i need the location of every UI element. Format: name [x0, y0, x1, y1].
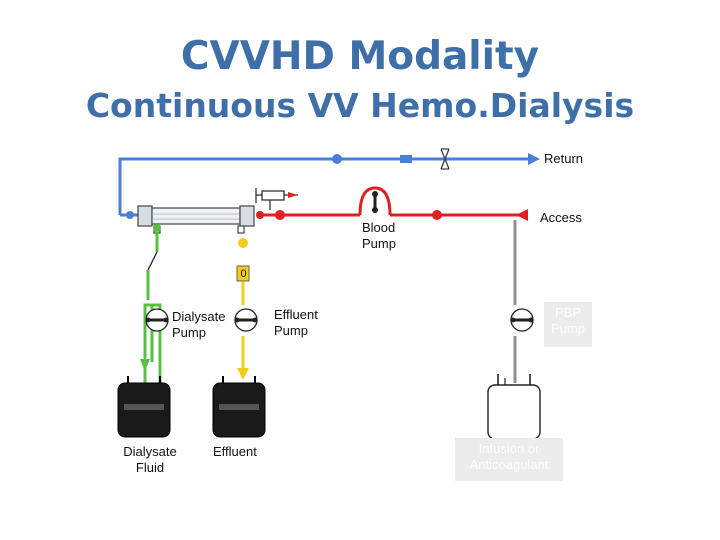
blood-pump-label: Blood Pump: [362, 220, 396, 251]
filter-icon: [137, 205, 255, 234]
pbp-pump-icon: [510, 308, 534, 332]
effluent-bag-icon: [212, 376, 266, 438]
syringe-icon: [255, 188, 298, 210]
return-line: [118, 157, 530, 217]
dialysate-bag-icon: [117, 376, 171, 438]
return-air-detector: [400, 155, 412, 163]
effluent-pump-icon: [234, 308, 258, 332]
effluent-out-port: [238, 238, 248, 248]
return-clamp-icon: [440, 148, 450, 170]
pressure-zero-label: 0: [240, 268, 247, 280]
effluent-pressure-sensor: [236, 265, 250, 282]
access-arrow: [516, 209, 528, 221]
effluent-pump-label: Effluent Pump: [274, 307, 318, 338]
dialysate-fluid-label: Dialysate Fluid: [123, 444, 177, 475]
return-arrow: [528, 153, 540, 165]
dialysate-pump-icon: [145, 308, 169, 332]
access-label: Access: [540, 210, 582, 225]
return-connector: [332, 154, 342, 164]
pbp-pump-label: PBP Pump: [544, 302, 592, 347]
filter-blood-in-port: [256, 211, 264, 219]
syringe-arrow: [288, 192, 298, 198]
filter-blood-out-port: [126, 211, 134, 219]
effluent-label: Effluent: [213, 444, 257, 459]
return-label: Return: [544, 151, 584, 166]
diagram-title: CVVHD Modality: [180, 34, 540, 79]
dialysate-pump-label: Dialysate Pump: [172, 309, 226, 340]
diagram-subtitle: Continuous VV Hemo.Dialysis: [85, 86, 635, 125]
access-connector: [432, 210, 442, 220]
access-pressure-connector: [275, 210, 285, 220]
dialysate-clamp-icon: [147, 251, 158, 271]
infusion-bag-icon: [487, 374, 541, 440]
effluent-arrow: [237, 368, 249, 380]
dialysate-in-port: [153, 224, 161, 232]
access-line: [260, 186, 528, 217]
blood-pump-rotor-icon: [372, 191, 378, 213]
dialysate-arrow: [140, 359, 150, 371]
infusion-label: Infusion or Anticoagulant: [455, 438, 563, 481]
